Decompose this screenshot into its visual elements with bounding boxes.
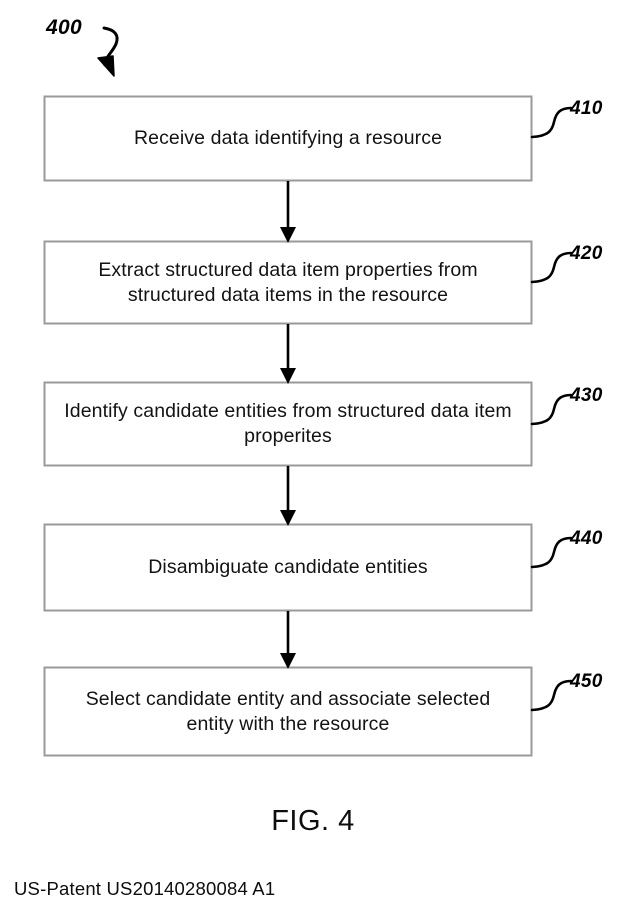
diagram-ref-leader-400 [97, 26, 119, 77]
ref-leader-420 [530, 251, 573, 284]
process-box-440 [43, 523, 533, 612]
ref-number-430: 430 [570, 385, 603, 406]
process-box-450 [43, 666, 533, 757]
ref-number-450: 450 [570, 671, 603, 692]
process-box-420 [43, 240, 533, 325]
connector-arrow-410-420 [280, 181, 296, 243]
diagram-ref-400: 400 [46, 16, 82, 39]
ref-leader-430 [530, 393, 573, 426]
figure-caption: FIG. 4 [271, 805, 355, 837]
connector-arrow-420-430 [280, 324, 296, 384]
connector-arrow-440-450 [280, 611, 296, 669]
ref-number-410: 410 [570, 98, 603, 119]
ref-leader-410 [530, 106, 573, 139]
process-box-430 [43, 381, 533, 467]
patent-number-footer: US-Patent US20140280084 A1 [14, 878, 276, 899]
ref-number-420: 420 [570, 243, 603, 264]
ref-number-440: 440 [570, 528, 603, 549]
process-box-410 [43, 95, 533, 182]
connector-arrow-430-440 [280, 466, 296, 526]
ref-leader-440 [530, 536, 573, 569]
ref-leader-450 [530, 679, 573, 712]
